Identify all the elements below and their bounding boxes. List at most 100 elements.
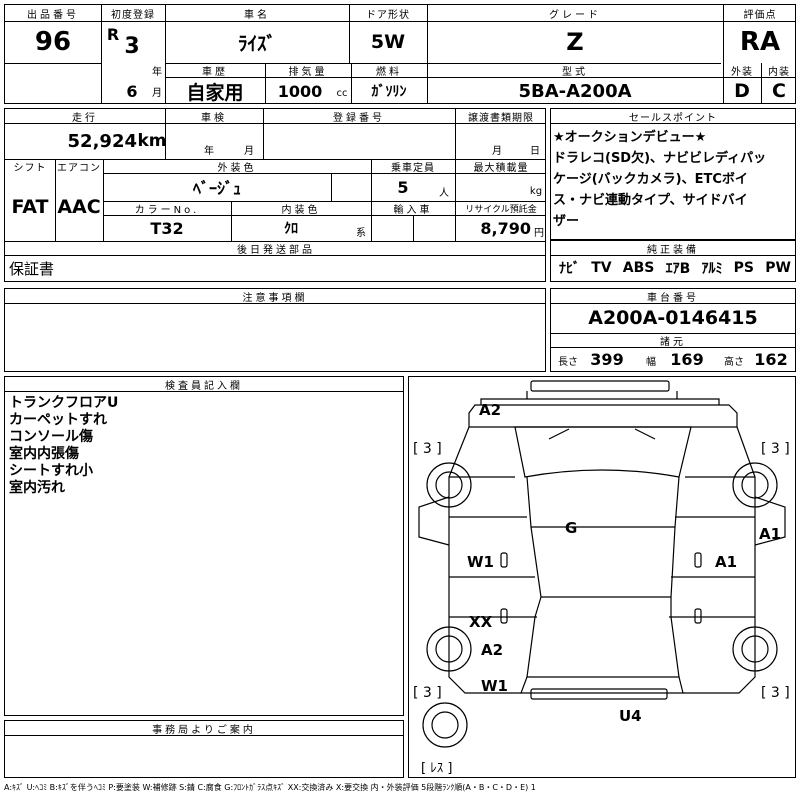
lot-number-label: 出品番号 bbox=[27, 9, 79, 21]
selling-points-text: ★オークションデビュー★ ドラレコ(SD欠)、ナビビレディパッ ケージ(バックカ… bbox=[553, 127, 793, 232]
spare-tire bbox=[422, 702, 468, 748]
equipment-item: TV bbox=[591, 260, 612, 276]
front-left-wheel bbox=[426, 462, 472, 508]
mileage-value: 52,924 bbox=[67, 130, 137, 152]
registration-number-label: 登録番号 bbox=[333, 112, 385, 124]
lot-number: 96 bbox=[34, 27, 72, 57]
later-parts-value: 保証書 bbox=[9, 259, 55, 278]
inspector-notes-block: 検査員記入欄 トランクフロアU カーペットすれ コンソール傷 室内内張傷 シート… bbox=[4, 376, 404, 716]
capacity-label: 乗車定員 bbox=[391, 162, 435, 174]
displacement: 1000 bbox=[277, 81, 323, 101]
exterior-score: D bbox=[734, 80, 750, 102]
inspection-label: 車検 bbox=[201, 112, 227, 124]
selling-point-line: ★オークションデビュー★ bbox=[553, 130, 707, 145]
selling-point-line: ス・ナビ連動タイプ、サイドバイ bbox=[553, 193, 748, 208]
shift-label: シフト bbox=[13, 162, 47, 174]
right-body-outline bbox=[683, 426, 756, 694]
displacement-label: 排気量 bbox=[288, 66, 328, 78]
inspector-notes-label: 検査員記入欄 bbox=[165, 380, 243, 392]
header-block: 出品番号 初度登録 車名 ドア形状 グレード 評価点 96 R 3 年 ﾗｲｽﾞ… bbox=[4, 4, 796, 104]
roof-outline bbox=[530, 526, 676, 598]
color-number: T32 bbox=[150, 218, 184, 238]
model-code: 5BA-A200A bbox=[518, 80, 632, 102]
era-mark: R bbox=[106, 24, 120, 44]
car-name: ﾗｲｽﾞ bbox=[237, 32, 276, 55]
month-unit: 月 bbox=[152, 87, 162, 99]
inspector-note-line: カーペットすれ bbox=[9, 412, 107, 428]
door-type: 5W bbox=[370, 31, 406, 53]
rear-left-wheel bbox=[426, 626, 472, 672]
recycle-fee: 8,790 bbox=[480, 218, 531, 238]
inspector-note-line: トランクフロアU bbox=[9, 395, 119, 411]
damage-mark: W1 bbox=[467, 553, 494, 571]
front-bumper-shape bbox=[530, 380, 670, 392]
selling-point-line: ザー bbox=[553, 214, 580, 229]
equipment-item: ABS bbox=[622, 260, 655, 276]
interior-color-label: 内装色 bbox=[281, 204, 321, 216]
equipment-item: ｱﾙﾐ bbox=[701, 261, 723, 277]
specs-label: 諸元 bbox=[660, 336, 686, 348]
equipment-item: ｴｱB bbox=[665, 261, 691, 277]
interior-label: 内装 bbox=[768, 66, 790, 78]
inspector-note-line: シートすれ小 bbox=[9, 463, 93, 479]
mileage-unit: km bbox=[137, 131, 167, 151]
chassis-block: 車台番号 A200A-0146415 諸元 長さ 399 幅 169 高さ 16… bbox=[550, 288, 796, 372]
equipment-item: PW bbox=[765, 260, 791, 276]
rear-bumper-shape bbox=[530, 688, 668, 700]
office-notes-label: 事務局よりご案内 bbox=[152, 724, 256, 736]
caution-block: 注意事項欄 bbox=[4, 288, 546, 372]
evaluation-score: RA bbox=[739, 27, 781, 57]
aircon-value: AAC bbox=[57, 196, 101, 218]
year-unit: 年 bbox=[152, 66, 162, 78]
exterior-color-label: 外装色 bbox=[217, 162, 257, 174]
inspection-month-unit: 月 bbox=[244, 145, 254, 157]
interior-color: ｸﾛ bbox=[284, 221, 298, 237]
transfer-month-unit: 月 bbox=[492, 145, 502, 157]
car-damage-diagram bbox=[418, 380, 786, 748]
damage-mark: U4 bbox=[619, 707, 642, 725]
hood-outline bbox=[468, 404, 738, 428]
office-notes-block: 事務局よりご案内 bbox=[4, 720, 404, 778]
interior-color-unit: 系 bbox=[356, 227, 366, 239]
fuel-type: ｶﾞｿﾘﾝ bbox=[371, 84, 407, 100]
selling-point-line: ドラレコ(SD欠)、ナビビレディパッ bbox=[553, 151, 767, 166]
vehicle-history: 自家用 bbox=[186, 81, 244, 104]
length-label: 長さ bbox=[558, 356, 578, 368]
aircon-label: エアコン bbox=[57, 162, 101, 174]
grade-label: グレード bbox=[549, 9, 601, 21]
load-unit: kg bbox=[529, 185, 543, 197]
selling-points-block: セールスポイント ★オークションデビュー★ ドラレコ(SD欠)、ナビビレディパッ… bbox=[550, 108, 796, 240]
windshield-outline bbox=[514, 426, 692, 478]
first-registration-label: 初度登録 bbox=[111, 9, 155, 21]
chassis-number: A200A-0146415 bbox=[588, 307, 758, 329]
max-load-label: 最大積載量 bbox=[473, 162, 529, 174]
damage-mark: W1 bbox=[481, 677, 508, 695]
car-name-label: 車名 bbox=[244, 9, 270, 21]
vehicle-info-block: 走行 車検 登録番号 譲渡書類期限 52,924 km 年 月 月 日 シフト … bbox=[4, 108, 546, 282]
color-number-label: カラーNo. bbox=[134, 204, 200, 216]
recycle-unit: 円 bbox=[534, 227, 544, 239]
equipment-item: ﾅﾋﾞ bbox=[559, 261, 580, 277]
spare-tire-label: [ ﾚｽ ] bbox=[421, 761, 453, 776]
height-label: 高さ bbox=[724, 356, 744, 368]
tire-depth-rear-right: [ 3 ] bbox=[761, 685, 790, 701]
rear-glass-outline bbox=[526, 596, 680, 678]
exterior-color: ﾍﾞｰｼﾞｭ bbox=[192, 179, 241, 198]
exterior-label: 外装 bbox=[731, 66, 753, 78]
inspector-note-line: コンソール傷 bbox=[9, 429, 93, 445]
damage-legend: A:ｷｽﾞ U:ﾍｺﾐ B:ｷｽﾞを伴うﾍｺﾐ P:要塗装 W:補修跡 S:錆 … bbox=[4, 783, 536, 792]
cc-unit: cc bbox=[336, 87, 348, 99]
left-body-outline bbox=[448, 426, 521, 694]
import-label: 輸入車 bbox=[393, 204, 433, 216]
width-label: 幅 bbox=[646, 356, 656, 368]
shift-value: FAT bbox=[11, 196, 49, 218]
length-value: 399 bbox=[590, 349, 624, 369]
recycle-label: リサイクル預託金 bbox=[465, 204, 537, 215]
tire-depth-rear-left: [ 3 ] bbox=[413, 685, 442, 701]
grade: Z bbox=[566, 28, 584, 56]
equipment-label: 純正装備 bbox=[647, 244, 699, 256]
caution-label: 注意事項欄 bbox=[242, 292, 308, 304]
inspector-note-line: 室内内張傷 bbox=[9, 446, 79, 462]
inspection-year-unit: 年 bbox=[204, 145, 214, 157]
damage-mark: G bbox=[565, 519, 578, 537]
